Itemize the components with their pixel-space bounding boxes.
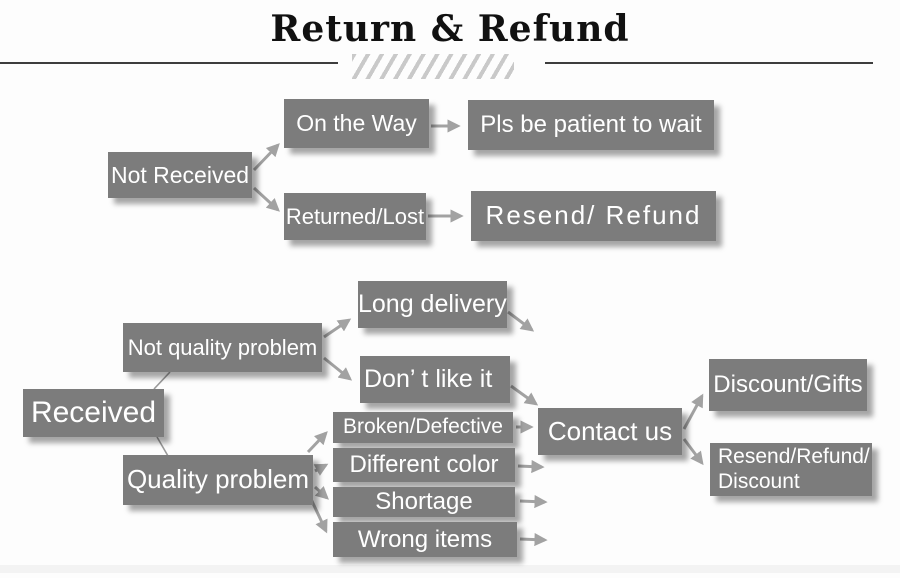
bottom-band [0, 565, 900, 573]
arrow-notquality-longdelivery [323, 318, 352, 339]
arrow-notreceived-ontheway [252, 143, 280, 172]
line-received-notquality [153, 371, 171, 390]
node-different-color: Different color [333, 448, 515, 482]
node-broken-defective: Broken/Defective [333, 412, 513, 443]
node-resend-refund-discount: Resend/Refund/ Discount [710, 443, 872, 496]
node-not-quality-problem: Not quality problem [123, 323, 322, 372]
arrow-contact-resendrefund [682, 438, 704, 466]
node-received: Received [23, 389, 164, 437]
node-long-delivery: Long delivery [358, 281, 507, 328]
arrow-quality-diffcolor [313, 463, 329, 476]
node-discount-gifts: Discount/Gifts [709, 359, 867, 411]
arrow-longdelivery-out [507, 310, 535, 332]
arrow-quality-wrongitems [309, 498, 328, 534]
node-resend-refund-discount-line2: Discount [718, 469, 800, 493]
arrow-quality-shortage [313, 485, 329, 500]
hatch-decoration [352, 54, 514, 79]
arrow-contact-discountgifts [682, 393, 704, 430]
line-received-quality [156, 436, 169, 457]
arrow-shortage-out [519, 494, 548, 509]
page-title: Return & Refund [270, 8, 630, 50]
node-contact-us: Contact us [538, 408, 682, 455]
arrow-notquality-dontlike [323, 356, 353, 381]
header-rule-right [545, 62, 873, 64]
arrow-dontlike-out [510, 384, 539, 406]
node-returned-lost: Returned/Lost [284, 193, 426, 240]
arrow-wrongitems-out [519, 532, 548, 547]
node-on-the-way: On the Way [284, 99, 429, 148]
node-not-received: Not Received [108, 152, 252, 198]
node-resend-refund-discount-line1: Resend/Refund/ [718, 445, 870, 469]
node-wrong-items: Wrong items [333, 522, 517, 557]
header-rule-left [0, 62, 338, 64]
arrow-quality-broken [306, 431, 328, 454]
node-dont-like-it: Don’ t like it [360, 356, 510, 403]
arrow-diffcolor-out [517, 459, 545, 474]
node-quality-problem: Quality problem [123, 455, 313, 505]
node-shortage: Shortage [333, 487, 515, 517]
node-pls-be-patient: Pls be patient to wait [468, 100, 714, 150]
arrow-notreceived-returnedlost [252, 186, 280, 212]
node-resend-refund: Resend/ Refund [471, 191, 716, 241]
